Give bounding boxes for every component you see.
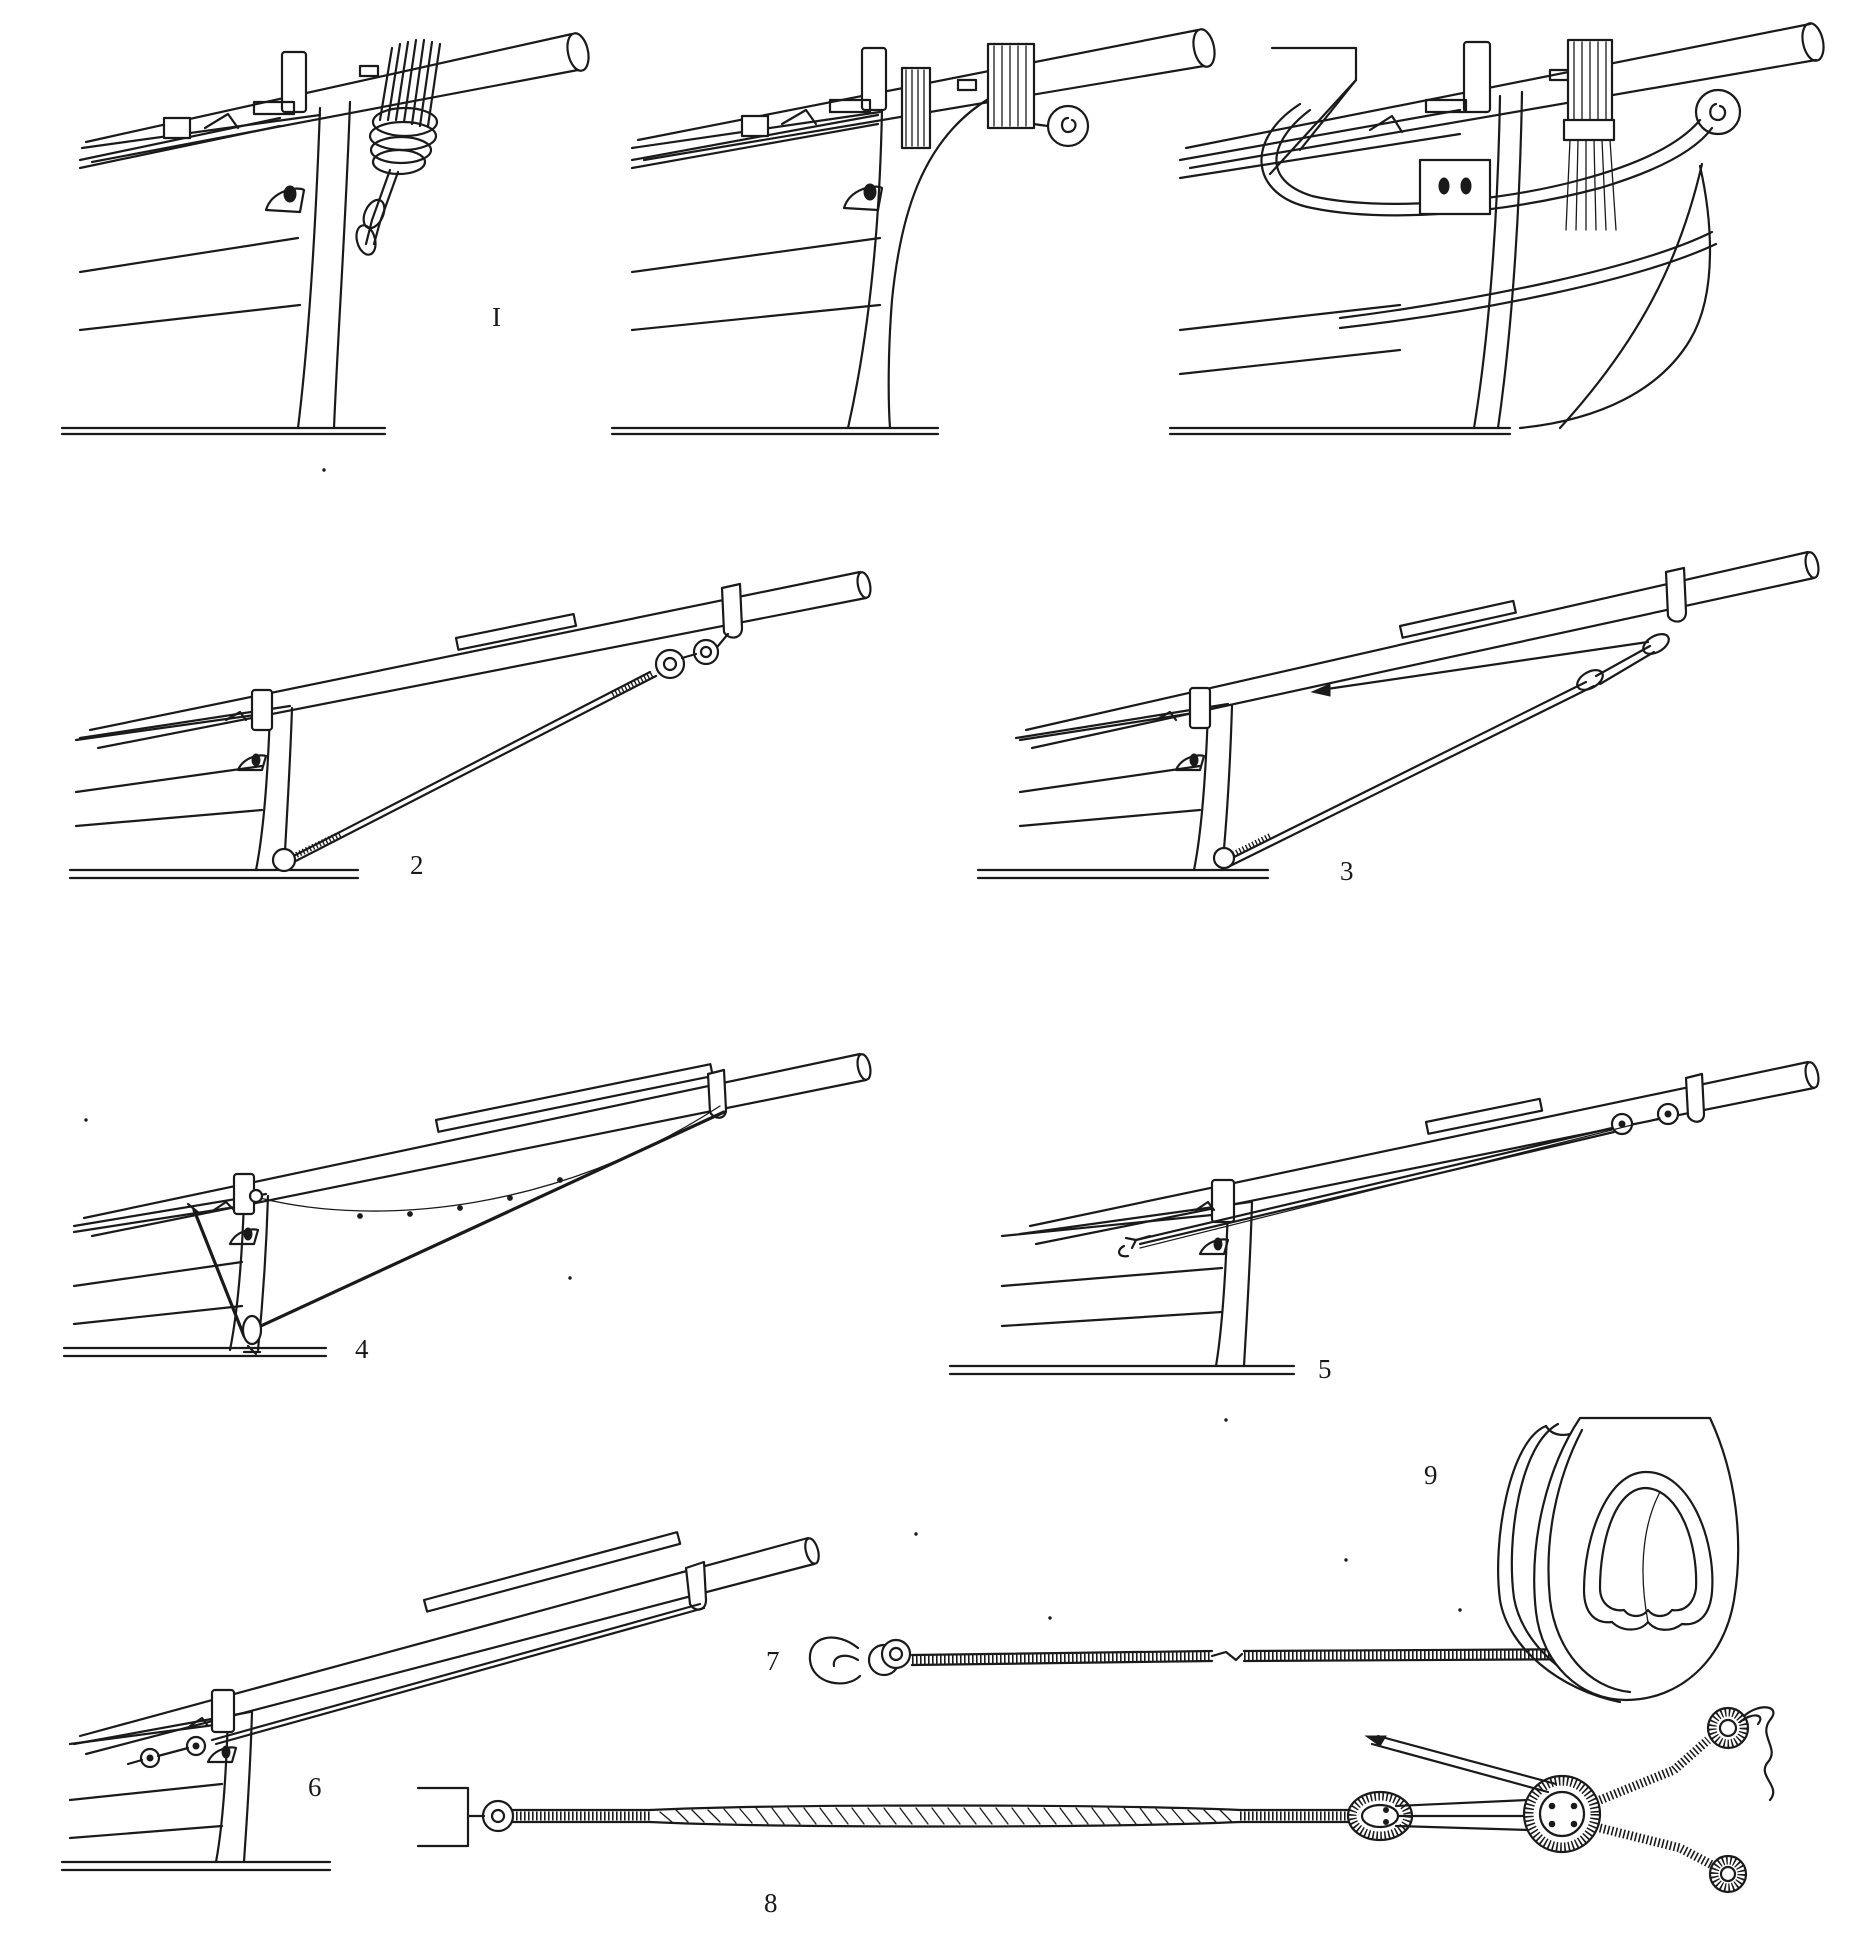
figure-9-heart-detail: 9 — [1424, 1416, 1740, 1704]
figure-label-8: 8 — [764, 1888, 778, 1918]
figure-label-6: 6 — [308, 1772, 322, 1802]
figure-5-tackle-inboard: 5 — [948, 1060, 1820, 1384]
figure-1-stem-b — [610, 28, 1216, 436]
figure-1-stem-c — [1168, 22, 1825, 436]
figure-label-1: I — [492, 302, 501, 332]
figure-1-stem-a: I — [60, 32, 590, 436]
figure-2-bobstay: 2 — [68, 570, 872, 880]
figure-label-7: 7 — [766, 1646, 780, 1676]
figure-label-9: 9 — [1424, 1460, 1438, 1490]
figure-4-chain-bobstay: 4 — [62, 1052, 872, 1364]
figure-3-bobstay-tackle: 3 — [976, 550, 1820, 886]
figure-6-tackle-along: 6 — [60, 1531, 820, 1872]
figure-label-5: 5 — [1318, 1354, 1332, 1384]
figure-label-3: 3 — [1340, 856, 1354, 886]
figure-label-2: 2 — [410, 850, 424, 880]
figure-label-4: 4 — [355, 1334, 369, 1364]
figure-8-heart-lashing: 8 — [416, 1706, 1775, 1918]
